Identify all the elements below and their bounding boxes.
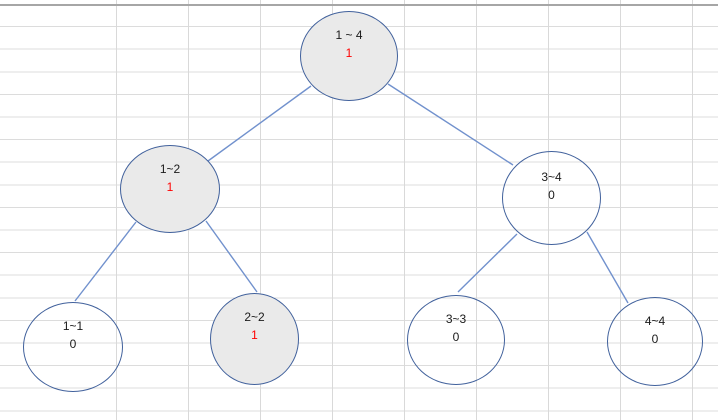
node-value: 1: [166, 180, 174, 194]
tree-node-3-3[interactable]: 3~3 0: [407, 295, 505, 385]
node-value: 0: [651, 332, 659, 346]
edge-3-4-to-4-4[interactable]: [586, 231, 629, 304]
node-value: 0: [452, 330, 460, 344]
node-value: 0: [548, 188, 555, 202]
edge-root-to-3-4[interactable]: [387, 83, 514, 166]
node-range-label: 1~2: [159, 162, 181, 176]
edge-1-2-to-2-2[interactable]: [205, 220, 258, 293]
edge-root-to-1-2[interactable]: [207, 85, 312, 162]
edge-3-4-to-3-3[interactable]: [457, 233, 518, 293]
node-range-label: 3~3: [445, 312, 467, 326]
node-range-label: 3~4: [541, 170, 562, 184]
node-range-label: 4~4: [644, 314, 666, 328]
node-range-label: 2~2: [244, 310, 265, 324]
node-value: 1: [345, 46, 353, 60]
edge-1-2-to-1-1[interactable]: [74, 221, 137, 302]
tree-node-4-4[interactable]: 4~4 0: [607, 297, 703, 386]
tree-node-3-4[interactable]: 3~4 0: [502, 151, 601, 245]
tree-node-1-4[interactable]: 1 ~ 4 1: [300, 11, 398, 101]
node-range-label: 1~1: [62, 319, 84, 333]
tree-node-2-2[interactable]: 2~2 1: [210, 293, 299, 385]
tree-node-1-1[interactable]: 1~1 0: [23, 302, 123, 392]
pane-divider-line: [0, 4, 718, 6]
node-value: 0: [69, 337, 77, 351]
node-range-label: 1 ~ 4: [335, 28, 363, 42]
tree-node-1-2[interactable]: 1~2 1: [120, 145, 220, 233]
node-value: 1: [251, 328, 258, 342]
